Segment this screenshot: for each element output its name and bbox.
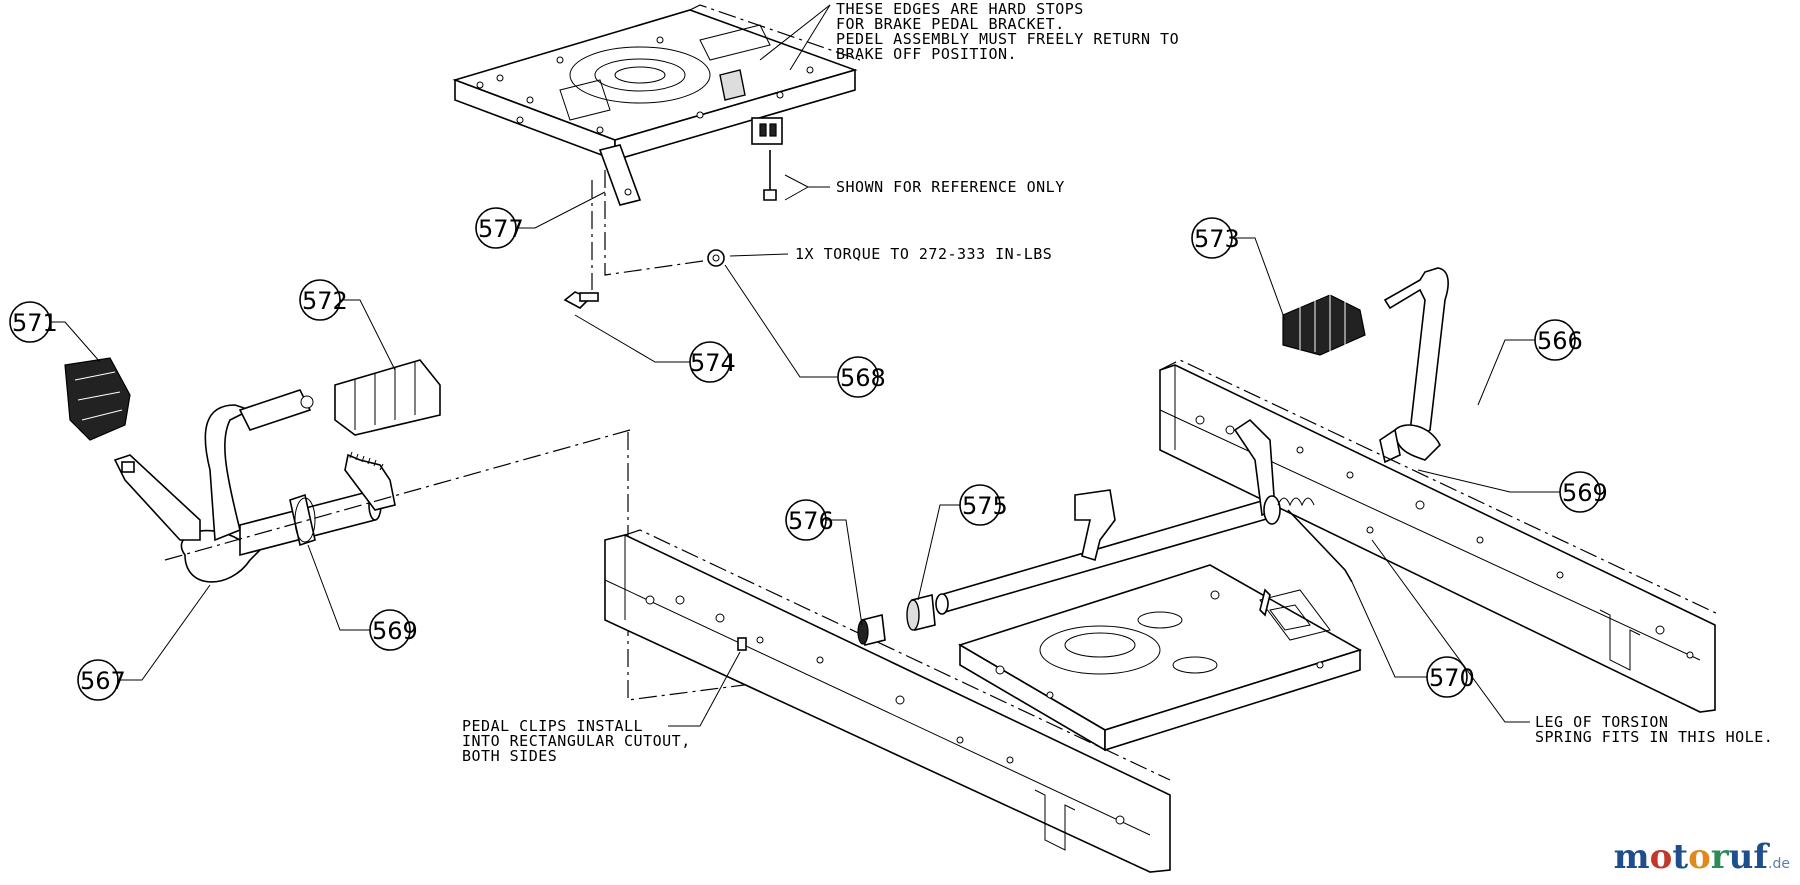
note-line: BRAKE OFF POSITION. bbox=[836, 45, 1017, 63]
svg-text:569: 569 bbox=[372, 617, 418, 645]
svg-text:567: 567 bbox=[80, 667, 126, 695]
top-plate-assembly bbox=[452, 4, 861, 290]
callout-576: 576 bbox=[785, 499, 863, 626]
callout-575: 575 bbox=[917, 484, 1008, 601]
svg-text:SPRING FITS IN THIS HOLE.: SPRING FITS IN THIS HOLE. bbox=[1535, 728, 1773, 746]
note-torsion: LEG OF TORSION SPRING FITS IN THIS HOLE. bbox=[1371, 539, 1773, 746]
note-torque: 1X TORQUE TO 272-333 IN-LBS bbox=[729, 245, 1052, 263]
note-hard-stops: THESE EDGES ARE HARD STOPS FOR BRAKE PED… bbox=[759, 0, 1179, 71]
callout-574: 574 bbox=[574, 314, 736, 383]
note-line: THESE EDGES ARE HARD STOPS bbox=[836, 0, 1084, 18]
svg-text:571: 571 bbox=[12, 309, 58, 337]
callout-569-left: 569 bbox=[307, 544, 418, 651]
watermark-letter: m bbox=[1613, 837, 1650, 877]
note-line: PEDEL ASSEMBLY MUST FREELY RETURN TO bbox=[836, 30, 1179, 48]
left-frame-rail bbox=[604, 529, 1171, 873]
callout-577: 577 bbox=[475, 191, 606, 249]
cross-shaft bbox=[857, 418, 1353, 646]
callout-569-right: 569 bbox=[1417, 469, 1608, 513]
svg-text:577: 577 bbox=[478, 215, 524, 243]
svg-text:568: 568 bbox=[840, 364, 886, 392]
callout-571: 571 bbox=[9, 301, 101, 363]
watermark-letter: t bbox=[1672, 837, 1689, 877]
watermark-letter: o bbox=[1688, 837, 1711, 877]
center-deck-plate bbox=[958, 564, 1362, 752]
watermark-letter: f bbox=[1753, 837, 1769, 877]
watermark-tld: .de bbox=[1768, 856, 1790, 872]
svg-text:572: 572 bbox=[302, 287, 348, 315]
svg-text:INTO RECTANGULAR CUTOUT,: INTO RECTANGULAR CUTOUT, bbox=[462, 732, 691, 750]
callout-573: 573 bbox=[1191, 217, 1286, 321]
callout-566: 566 bbox=[1477, 319, 1583, 406]
bolt-574 bbox=[563, 291, 599, 309]
callout-572: 572 bbox=[299, 279, 396, 371]
callout-568: 568 bbox=[724, 264, 886, 398]
svg-text:575: 575 bbox=[962, 492, 1008, 520]
svg-text:566: 566 bbox=[1537, 327, 1583, 355]
svg-text:570: 570 bbox=[1429, 664, 1475, 692]
callout-570: 570 bbox=[1351, 581, 1475, 698]
right-pedal-assembly bbox=[1282, 267, 1449, 464]
callout-567: 567 bbox=[77, 584, 211, 701]
note-pedal-clips: PEDAL CLIPS INSTALL INTO RECTANGULAR CUT… bbox=[462, 651, 741, 765]
svg-text:SHOWN FOR REFERENCE ONLY: SHOWN FOR REFERENCE ONLY bbox=[836, 178, 1065, 196]
motoruf-watermark: motoruf.de bbox=[1614, 837, 1790, 877]
watermark-brand: motoruf bbox=[1614, 837, 1768, 877]
svg-text:BOTH SIDES: BOTH SIDES bbox=[462, 747, 557, 765]
note-line: FOR BRAKE PEDAL BRACKET. bbox=[836, 15, 1065, 33]
washer-568 bbox=[707, 249, 725, 267]
svg-text:LEG OF TORSION: LEG OF TORSION bbox=[1535, 713, 1668, 731]
watermark-letter: o bbox=[1649, 837, 1673, 877]
svg-text:PEDAL CLIPS INSTALL: PEDAL CLIPS INSTALL bbox=[462, 717, 643, 735]
svg-text:573: 573 bbox=[1194, 225, 1240, 253]
left-pedal-assembly bbox=[64, 357, 441, 583]
svg-text:569: 569 bbox=[1562, 479, 1608, 507]
watermark-letter: u bbox=[1728, 837, 1754, 877]
watermark-letter: r bbox=[1710, 837, 1729, 877]
svg-text:1X TORQUE TO 272-333 IN-LBS: 1X TORQUE TO 272-333 IN-LBS bbox=[795, 245, 1052, 263]
svg-text:576: 576 bbox=[788, 507, 834, 535]
note-reference: SHOWN FOR REFERENCE ONLY bbox=[784, 174, 1065, 201]
svg-text:574: 574 bbox=[690, 349, 736, 377]
